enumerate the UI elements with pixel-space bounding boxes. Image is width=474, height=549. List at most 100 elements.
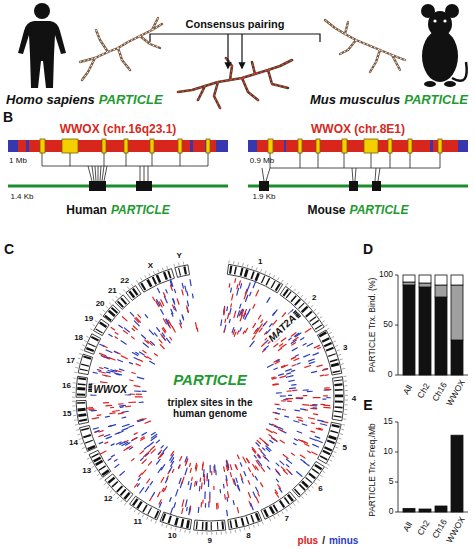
triplex-site: [277, 360, 280, 362]
triplex-site: [182, 500, 184, 506]
chromosome-band: [83, 435, 91, 437]
scale-tick: [145, 275, 146, 278]
scale-tick: [189, 531, 190, 534]
triplex-site: [122, 428, 128, 430]
chromosome-number: 20: [96, 300, 105, 309]
triplex-site: [313, 444, 319, 447]
triplex-site: [293, 443, 296, 445]
triplex-site: [242, 479, 244, 483]
triplex-site: [224, 495, 226, 499]
panel-letter: C: [4, 242, 14, 257]
triplex-site: [296, 397, 303, 398]
scale-tick: [82, 447, 85, 448]
triplex-site: [253, 323, 256, 327]
triplex-site: [159, 452, 161, 454]
triplex-site: [303, 395, 307, 396]
legend-text: /: [322, 535, 325, 546]
triplex-site: [124, 328, 129, 332]
triplex-site: [139, 359, 143, 361]
triplex-site: [161, 446, 163, 448]
triplex-site: [324, 407, 330, 409]
triplex-site: [292, 348, 297, 351]
chromosome-ideogram: [317, 330, 341, 375]
triplex-site: [245, 295, 247, 301]
triplex-site: [223, 329, 225, 332]
triplex-site: [142, 433, 147, 436]
triplex-site: [105, 442, 108, 443]
triplex-site: [324, 395, 328, 396]
human-silhouette: [18, 3, 66, 88]
triplex-site: [190, 483, 191, 490]
triplex-site: [270, 324, 272, 327]
scale-tick: [262, 522, 263, 525]
triplex-site: [224, 325, 225, 332]
triplex-site: [292, 384, 296, 386]
scale-tick: [278, 277, 280, 280]
scale-tick: [95, 320, 97, 322]
scale-tick: [221, 532, 222, 535]
triplex-site: [148, 442, 153, 446]
chromosome-band: [242, 518, 244, 526]
triplex-site: [140, 352, 145, 355]
chromosome-band: [105, 316, 111, 321]
chromosome-band: [230, 520, 231, 528]
triplex-site: [130, 447, 133, 449]
triplex-site: [288, 401, 292, 402]
triplex-site: [313, 397, 320, 398]
triplex-site: [130, 312, 134, 316]
chromosome-number: 16: [62, 382, 71, 391]
triplex-site: [173, 299, 174, 302]
triplex-site: [119, 325, 122, 328]
category-label: Ch2: [416, 382, 432, 400]
scale-tick: [72, 387, 75, 388]
chromosome-band: [133, 499, 138, 506]
tick-label: 0: [388, 370, 393, 379]
triplex-site: [209, 492, 210, 497]
triplex-site: [173, 305, 175, 310]
bracket-line: [150, 34, 320, 42]
triplex-site: [97, 414, 101, 416]
triplex-site: [269, 435, 272, 437]
scale-tick: [130, 507, 132, 509]
triplex-site: [255, 476, 257, 480]
track-name: Mouse: [308, 204, 346, 217]
triplex-site: [171, 508, 173, 514]
triplex-site: [148, 462, 151, 466]
triplex-site: [297, 472, 302, 477]
triplex-site: [180, 456, 182, 460]
mouse-rna-structure: [325, 20, 405, 72]
bar: [451, 435, 463, 512]
chromosome-bar: [8, 140, 228, 152]
chromosome-bar: [248, 140, 468, 152]
triplex-site: [225, 476, 227, 481]
chromosome-band: [109, 311, 115, 316]
triplex-site: [224, 307, 225, 314]
scale-tick: [76, 429, 79, 431]
scale-tick: [206, 532, 207, 535]
band: [284, 140, 286, 152]
triplex-site: [313, 353, 318, 355]
scale-tick: [140, 278, 142, 281]
triplex-block: [89, 181, 106, 191]
triplex-site: [318, 420, 324, 421]
pairing-bracket: [150, 34, 320, 68]
triplex-site: [129, 401, 136, 403]
scale-tick: [332, 456, 335, 457]
triplex-site: [164, 297, 167, 303]
mouse-eye: [433, 19, 436, 22]
axis-title: PARTICLE Trx. Bind. (%): [368, 278, 377, 373]
bar: [419, 283, 431, 287]
triplex-site: [146, 451, 151, 455]
chromosome-ideogram: [227, 264, 282, 293]
triplex-site: [240, 328, 242, 331]
triplex-site: [187, 306, 189, 312]
chromosome-ideogram: [332, 377, 344, 421]
triplex-site: [216, 504, 218, 509]
band: [190, 140, 193, 152]
scale-tick: [84, 452, 87, 453]
triplex-site: [255, 330, 258, 334]
triplex-site: [115, 332, 118, 334]
triplex-block: [349, 181, 358, 191]
panel-letter: B: [3, 110, 13, 125]
chromosome-ideogram: [175, 265, 190, 277]
